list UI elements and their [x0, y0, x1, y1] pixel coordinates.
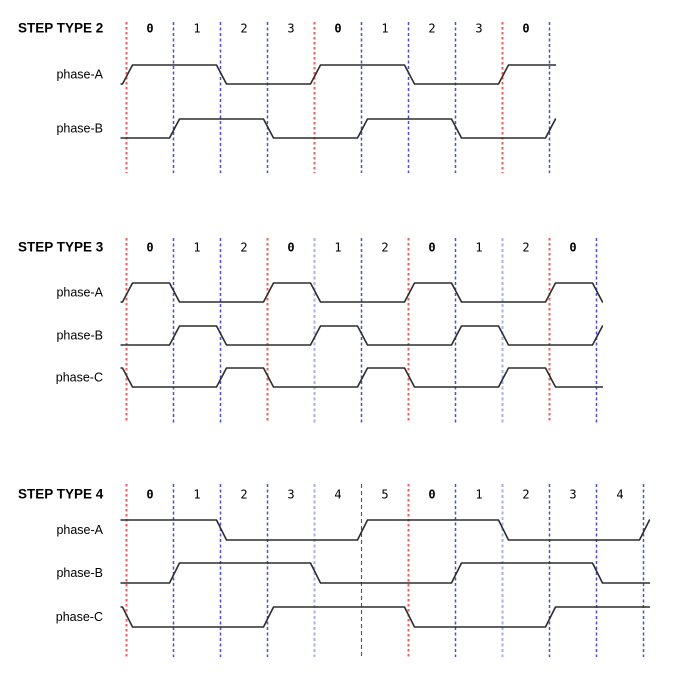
step-label: 2: [240, 488, 247, 502]
step-label: 4: [616, 488, 623, 502]
waveform-phase-A: [120, 64, 556, 85]
step-label: 1: [334, 241, 341, 255]
phase-label: phase-A: [56, 286, 103, 300]
phase-label: phase-B: [56, 122, 103, 136]
section-title: STEP TYPE 4: [18, 487, 104, 502]
step-label: 2: [428, 22, 435, 36]
step-label: 3: [475, 22, 482, 36]
waveform-phase-A: [120, 519, 651, 541]
section-title: STEP TYPE 3: [18, 240, 104, 255]
step-label: 0: [146, 488, 153, 502]
step-label: 0: [146, 241, 153, 255]
step-label: 0: [287, 241, 294, 255]
step-label: 2: [381, 241, 388, 255]
waveform-phase-B: [120, 325, 604, 346]
phase-label: phase-B: [56, 329, 103, 343]
phase-label: phase-C: [56, 371, 103, 385]
step-label: 2: [522, 488, 529, 502]
step-label: 1: [475, 488, 482, 502]
step-label: 1: [193, 22, 200, 36]
step-label: 0: [569, 241, 576, 255]
step-label: 3: [569, 488, 576, 502]
step-label: 0: [428, 488, 435, 502]
waveform-phase-C: [120, 606, 650, 628]
phase-label: phase-A: [56, 523, 103, 537]
step-label: 5: [381, 488, 388, 502]
step-label: 0: [522, 22, 529, 36]
step-label: 2: [522, 241, 529, 255]
step-label: 1: [475, 241, 482, 255]
step-label: 1: [193, 241, 200, 255]
step-label: 3: [287, 488, 294, 502]
section-title: STEP TYPE 2: [18, 21, 103, 36]
step-label: 1: [193, 488, 200, 502]
waveform-phase-C: [120, 367, 603, 388]
step-label: 4: [334, 488, 341, 502]
waveform-phase-B: [120, 562, 650, 584]
phase-label: phase-A: [56, 68, 103, 82]
step-label: 0: [334, 22, 341, 36]
phase-label: phase-B: [56, 566, 103, 580]
step-label: 2: [240, 241, 247, 255]
step-label: 0: [428, 241, 435, 255]
phase-label: phase-C: [56, 610, 103, 624]
waveform-phase-A: [120, 282, 604, 303]
waveform-phase-B: [120, 118, 557, 139]
step-label: 2: [240, 22, 247, 36]
step-label: 1: [381, 22, 388, 36]
step-label: 3: [287, 22, 294, 36]
step-label: 0: [146, 22, 153, 36]
